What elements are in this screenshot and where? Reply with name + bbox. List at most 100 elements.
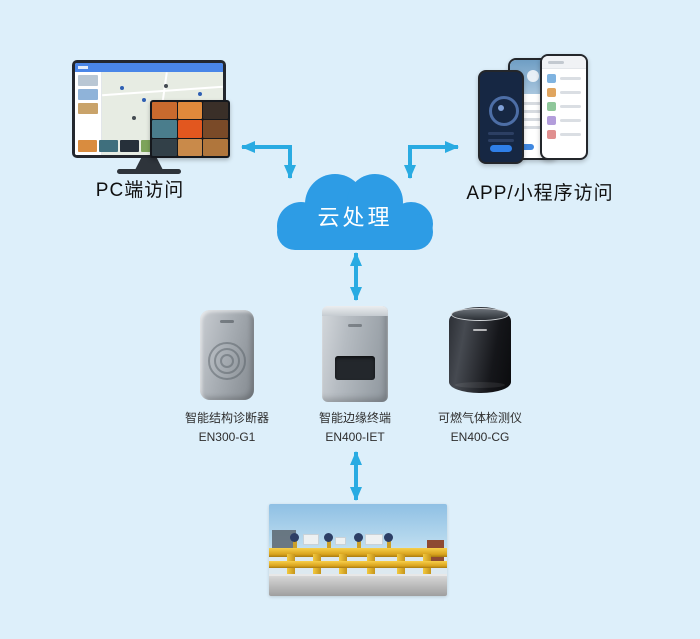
photo-pipe-riser	[327, 539, 331, 549]
device-label-edge-terminal: 智能边缘终端 EN400-IET	[285, 409, 425, 446]
device-name: 可燃气体检测仪	[437, 411, 522, 425]
list-item-thumb	[547, 88, 556, 97]
monitor-base	[117, 169, 181, 174]
map-marker	[198, 92, 202, 96]
camera-feed	[203, 102, 228, 120]
gauge-center-dot	[498, 105, 504, 111]
sidebar-thumbnail	[78, 89, 98, 100]
photo-ground	[269, 576, 447, 596]
smartphone-right	[540, 54, 588, 160]
image-thumbnail	[99, 140, 118, 152]
image-thumbnail	[78, 140, 97, 152]
list-item-line	[560, 133, 581, 136]
speaker-ring-icon	[220, 354, 234, 368]
device-top-face	[322, 306, 388, 316]
device-logo	[473, 329, 487, 331]
app-text-line	[516, 110, 550, 113]
camera-feed	[203, 120, 228, 138]
photo-pipe-riser	[387, 539, 391, 549]
app-text-line	[516, 102, 550, 105]
device-gas-detector	[449, 307, 511, 393]
app-text-line	[516, 118, 550, 121]
gauge-ring-icon	[489, 96, 519, 126]
app-button	[490, 145, 512, 152]
camera-feed	[177, 120, 203, 138]
app-text-line	[488, 132, 514, 135]
device-label-structure-diagnoser: 智能结构诊断器 EN300-G1	[157, 409, 297, 446]
camera-feed	[152, 102, 177, 120]
photo-pipe-vertical	[339, 554, 347, 588]
monitor-stand	[135, 158, 163, 170]
photo-valve-wheel	[324, 533, 333, 542]
list-item-thumb	[547, 102, 556, 111]
smartphone-left	[478, 70, 524, 164]
photo-valve-wheel	[384, 533, 393, 542]
site-photo	[269, 504, 447, 596]
photo-pipe-riser	[357, 539, 361, 549]
list-item-line	[560, 105, 581, 108]
map-app-header	[75, 63, 223, 72]
map-app-logo	[78, 66, 88, 69]
device-name: 智能边缘终端	[318, 411, 391, 425]
sidebar-thumbnail	[78, 75, 98, 86]
list-item-thumb	[547, 130, 556, 139]
cylinder-top-face	[451, 308, 509, 321]
photo-pipe-horizontal	[269, 561, 447, 568]
cloud-label: 云处理	[317, 205, 393, 230]
photo-far-structure	[303, 534, 319, 545]
speaker-ring-icon	[208, 342, 246, 380]
map-pin-icon	[527, 70, 539, 82]
map-marker	[132, 116, 136, 120]
cylinder-bottom-band	[455, 382, 505, 388]
map-marker	[120, 86, 124, 90]
photo-valve-wheel	[290, 533, 299, 542]
photo-pipe-vertical	[287, 554, 295, 588]
map-marker	[164, 84, 168, 88]
camera-feed	[152, 120, 177, 138]
photo-pipe-riser	[293, 539, 297, 549]
camera-feed	[177, 102, 203, 120]
list-item-thumb	[547, 74, 556, 83]
device-model: EN300-G1	[198, 429, 256, 444]
app-text-line	[516, 126, 544, 129]
device-name: 智能结构诊断器	[184, 411, 269, 425]
app-text-line	[488, 139, 514, 142]
app-access-label: APP/小程序访问	[466, 183, 614, 204]
app-list-item	[547, 130, 581, 139]
camera-feed	[177, 138, 203, 156]
image-thumbnail	[120, 140, 139, 152]
app-list-item	[547, 88, 581, 97]
camera-feed	[152, 138, 177, 156]
list-item-thumb	[547, 116, 556, 125]
speaker-ring-icon	[214, 348, 240, 374]
photo-pipe-vertical	[367, 554, 375, 588]
photo-pipe-vertical	[423, 554, 431, 588]
list-item-line	[560, 119, 581, 122]
camera-feed	[203, 138, 228, 156]
photo-valve-wheel	[354, 533, 363, 542]
device-model: EN400-CG	[450, 429, 510, 444]
photo-pipe-vertical	[313, 554, 321, 588]
app-title-line	[548, 61, 564, 64]
cloud-shape	[277, 174, 433, 250]
app-list-item	[547, 74, 581, 83]
app-list-item	[547, 102, 581, 111]
pc-access-label: PC端访问	[95, 180, 185, 201]
app-button	[516, 144, 534, 150]
photo-pipe-vertical	[397, 554, 405, 588]
device-logo	[348, 324, 362, 327]
device-model: EN400-IET	[325, 429, 385, 444]
camera-grid-screen	[150, 100, 230, 158]
app-header	[542, 56, 586, 69]
photo-far-structure	[335, 537, 346, 545]
list-item-line	[560, 77, 581, 80]
device-label-gas-detector: 可燃气体检测仪 EN400-CG	[410, 409, 550, 446]
sidebar-thumbnail	[78, 103, 98, 114]
app-list-item	[547, 116, 581, 125]
device-logo	[220, 320, 234, 323]
device-edge-terminal	[322, 306, 388, 402]
device-structure-diagnoser	[200, 310, 254, 400]
device-slot	[335, 356, 375, 380]
map-marker	[142, 98, 146, 102]
